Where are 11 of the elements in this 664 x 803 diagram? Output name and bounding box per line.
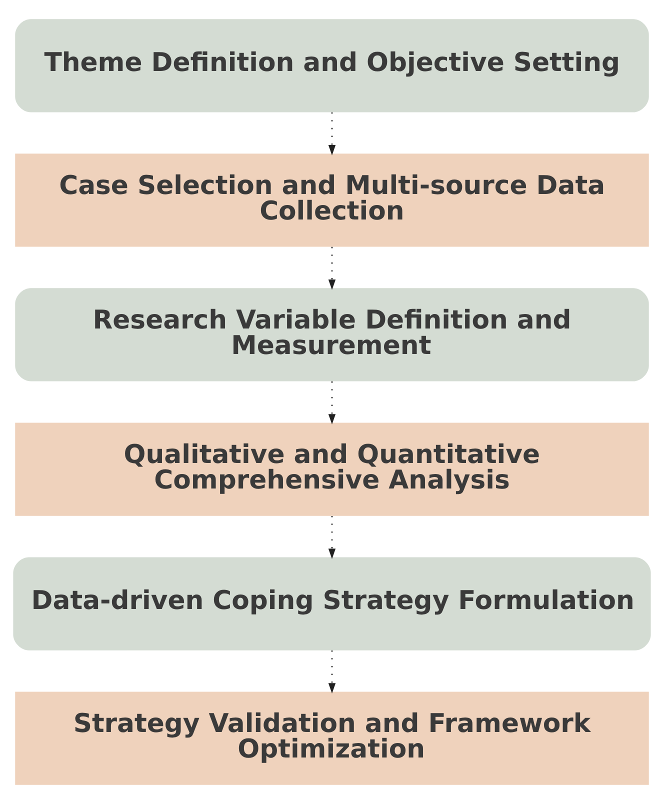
arrow [328, 515, 336, 558]
arrow [328, 380, 336, 424]
node-box: Strategy Validation and Framework Optimization [15, 691, 649, 784]
arrow [328, 112, 336, 155]
node-box: Theme Definition and Objective Setting [15, 18, 649, 112]
node-box: Research Variable Definition and Measurement [15, 288, 649, 381]
arrow [328, 650, 336, 693]
node-box: Case Selection and Multi-source Data Collection [15, 153, 649, 246]
arrow [328, 246, 336, 290]
node-box: Data-driven Coping Strategy Formulation [13, 556, 651, 650]
node-box: Qualitative and Quantitative Comprehensive Analysis [15, 422, 649, 516]
